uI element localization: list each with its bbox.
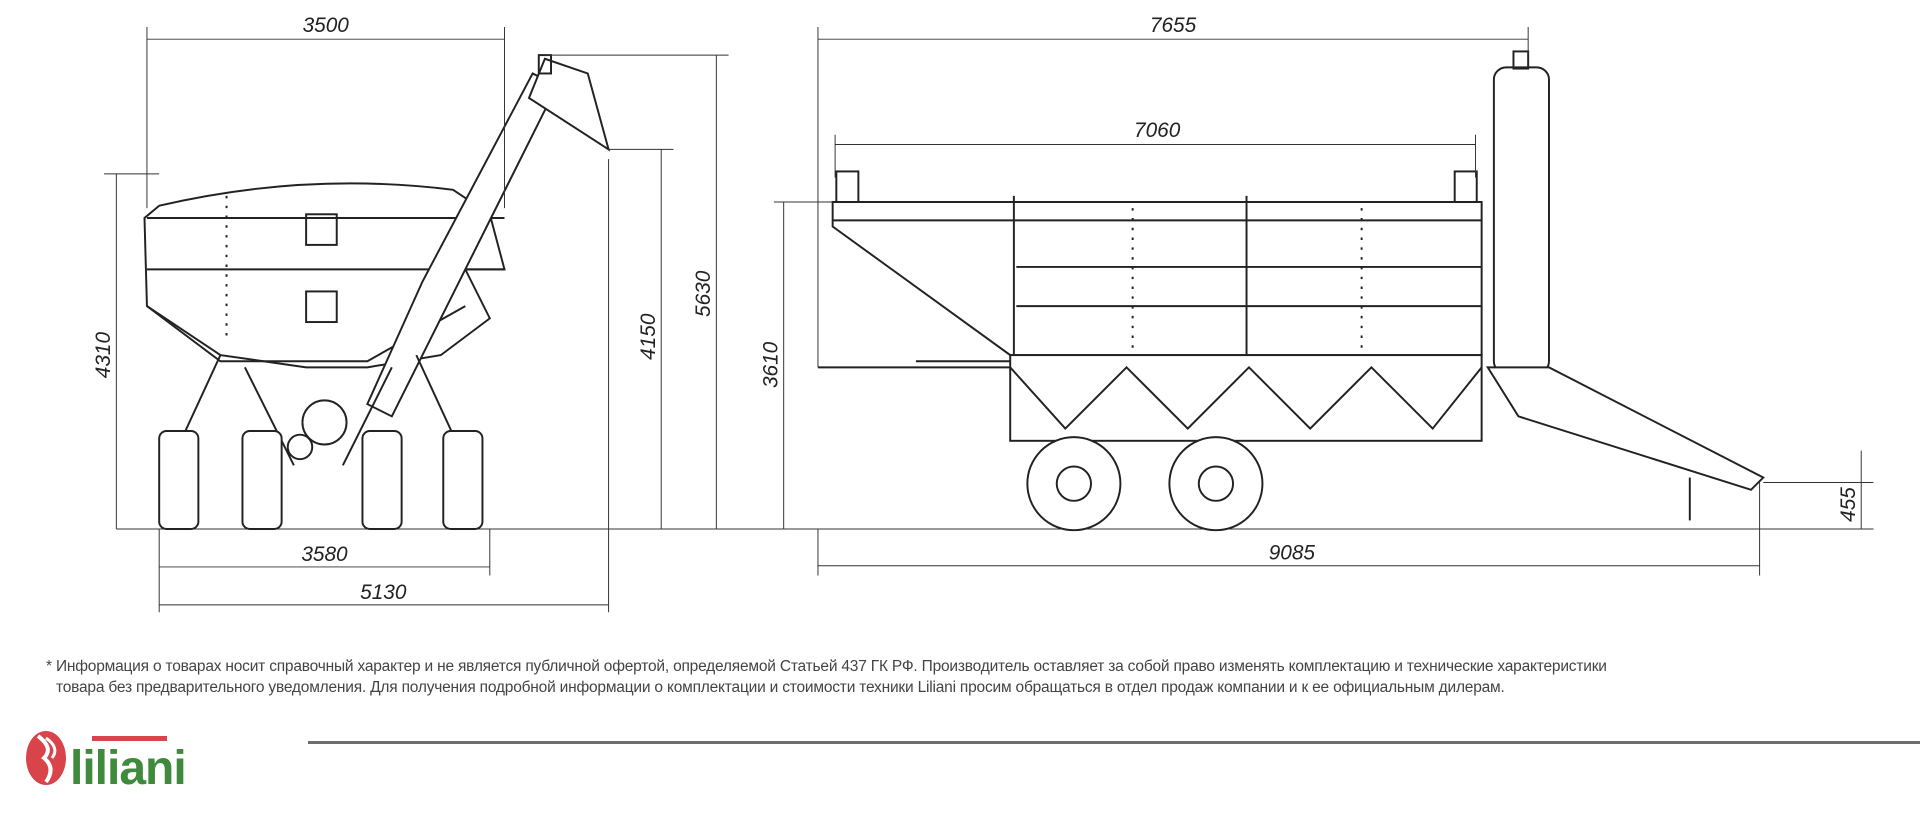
- front-view-dimensions: [104, 26, 729, 613]
- dim-side-body-height: 3610: [760, 341, 783, 388]
- disclaimer-line-2: товара без предварительного уведомления.…: [56, 679, 1505, 696]
- footer-divider: [308, 741, 1920, 744]
- dim-front-track-width: 3580: [301, 543, 348, 566]
- dim-side-hitch-height: 455: [1837, 487, 1860, 522]
- dim-front-auger-height: 4150: [637, 313, 660, 360]
- liliani-logo: liliani: [26, 731, 187, 788]
- dim-side-overall-length-top: 7655: [1150, 14, 1197, 37]
- dim-front-top-width: 3500: [303, 14, 350, 37]
- front-view-drawing: [116, 54, 784, 530]
- dim-front-body-height: 4310: [92, 332, 115, 379]
- technical-drawing: 3500 5630 4150 4310 3580 5130 7655 7060 …: [92, 14, 1874, 613]
- dim-side-body-length: 7060: [1134, 119, 1181, 142]
- dim-front-overall-width: 5130: [360, 581, 407, 604]
- dim-side-overall-length: 9085: [1269, 542, 1316, 565]
- disclaimer-line-1: * Информация о товарах носит справочный …: [46, 658, 1607, 675]
- disclaimer: * Информация о товарах носит справочный …: [46, 656, 1906, 698]
- dim-front-total-height: 5630: [692, 270, 715, 317]
- side-view-dimensions: [773, 26, 1874, 576]
- side-view-drawing: [783, 50, 1874, 532]
- svg-text:liliani: liliani: [70, 742, 186, 788]
